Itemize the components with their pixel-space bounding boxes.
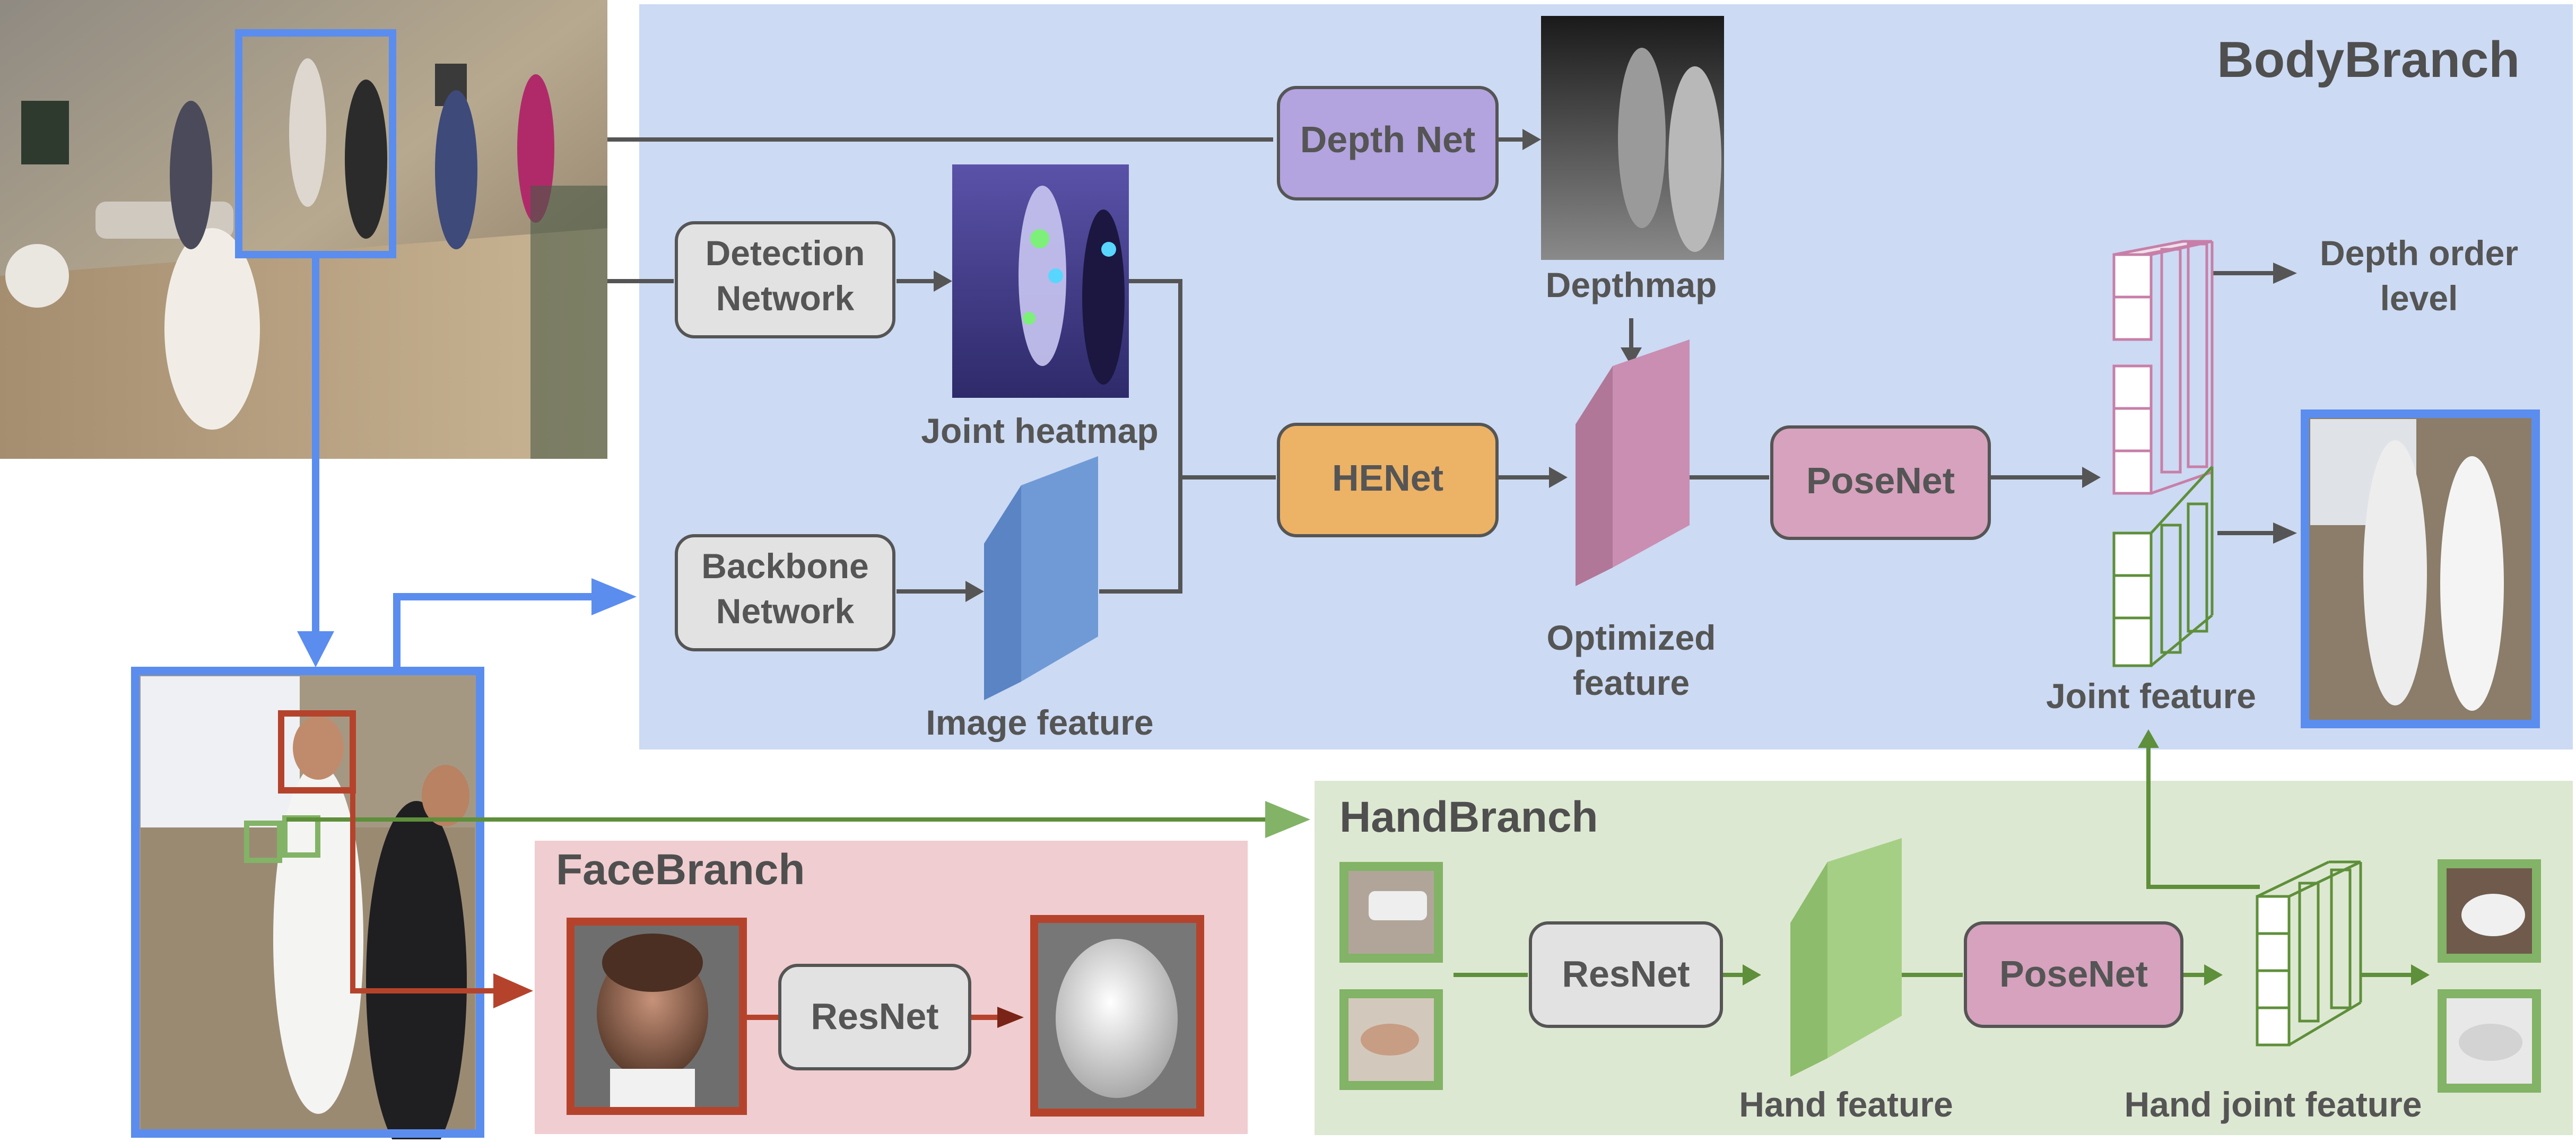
hand-branch-arrowheads	[1265, 729, 2430, 986]
body-branch-title: BodyBranch	[2217, 31, 2520, 88]
optimized-feature-slab	[1576, 339, 1690, 586]
image-feature-slab	[984, 456, 1098, 700]
backbone-network-box: Backbone Network	[675, 534, 895, 651]
depth-net-box: Depth Net	[1277, 86, 1499, 200]
resnet-face-label: ResNet	[811, 996, 938, 1037]
joint-feature-label: Joint feature	[2046, 676, 2256, 716]
depth-order-label-1: Depth order	[2320, 233, 2518, 273]
face-crop-box	[278, 710, 356, 794]
face-input-image	[567, 918, 747, 1115]
backbone-network-label-1: Backbone	[701, 546, 868, 586]
posenet-body-label: PoseNet	[1806, 460, 1955, 501]
hand-mesh-output-1	[2438, 859, 2541, 963]
depthmap-image	[1541, 16, 1724, 260]
optimized-feature-label-1: Optimized	[1546, 618, 1716, 657]
hand-joint-feature-label: Hand joint feature	[2124, 1085, 2422, 1124]
hand-mesh-output-2	[2438, 989, 2541, 1093]
hand-input-thumb-2	[1339, 989, 1443, 1090]
blue-flow-arrows	[312, 255, 599, 671]
resnet-hand-label: ResNet	[1562, 953, 1690, 995]
depth-net-label: Depth Net	[1300, 119, 1476, 160]
hand-feature-label: Hand feature	[1739, 1085, 1953, 1124]
detection-network-box: Detection Network	[675, 221, 895, 338]
body-branch-connectors	[607, 137, 2278, 594]
body-branch-arrowheads	[934, 129, 2297, 602]
hand-feature-slab	[1790, 838, 1902, 1077]
optimized-feature-label-2: feature	[1573, 663, 1690, 702]
joint-heatmap-label: Joint heatmap	[921, 411, 1158, 450]
face-mesh-output-image	[1030, 915, 1204, 1117]
joint-heatmap-image	[952, 164, 1129, 398]
face-branch-title: FaceBranch	[556, 845, 805, 894]
henet-box: HENet	[1277, 423, 1499, 537]
depthmap-label: Depthmap	[1546, 265, 1717, 304]
detection-network-label-2: Network	[716, 278, 855, 318]
joint-feature-grid	[2112, 240, 2214, 667]
cropped-person-image	[131, 667, 484, 1142]
input-scene-image	[0, 0, 607, 459]
face-branch-connectors	[350, 753, 1003, 1020]
arrow-head-to-backbone	[591, 578, 637, 615]
hand-branch-panel	[1315, 781, 2573, 1135]
hand-crop-box-left	[244, 821, 282, 863]
posenet-hand-label: PoseNet	[1999, 953, 2148, 995]
posenet-hand-box: PoseNet	[1964, 921, 2183, 1028]
resnet-face-box: ResNet	[778, 964, 971, 1070]
body-mesh-output-image	[2301, 409, 2540, 728]
arrow-head-down-crop	[297, 631, 334, 667]
depth-order-label-2: level	[2380, 278, 2458, 318]
posenet-body-box: PoseNet	[1770, 425, 1991, 540]
resnet-hand-box: ResNet	[1529, 921, 1723, 1028]
henet-label: HENet	[1332, 457, 1443, 499]
hand-branch-connectors	[286, 740, 2419, 977]
backbone-network-label-2: Network	[716, 591, 855, 631]
hand-branch-title: HandBranch	[1339, 793, 1598, 841]
image-feature-label: Image feature	[926, 703, 1153, 742]
hand-input-thumb-1	[1339, 862, 1443, 963]
hand-joint-feature-grid	[2256, 860, 2362, 1047]
detection-network-label-1: Detection	[706, 233, 865, 273]
face-branch-arrowheads	[493, 973, 1024, 1028]
